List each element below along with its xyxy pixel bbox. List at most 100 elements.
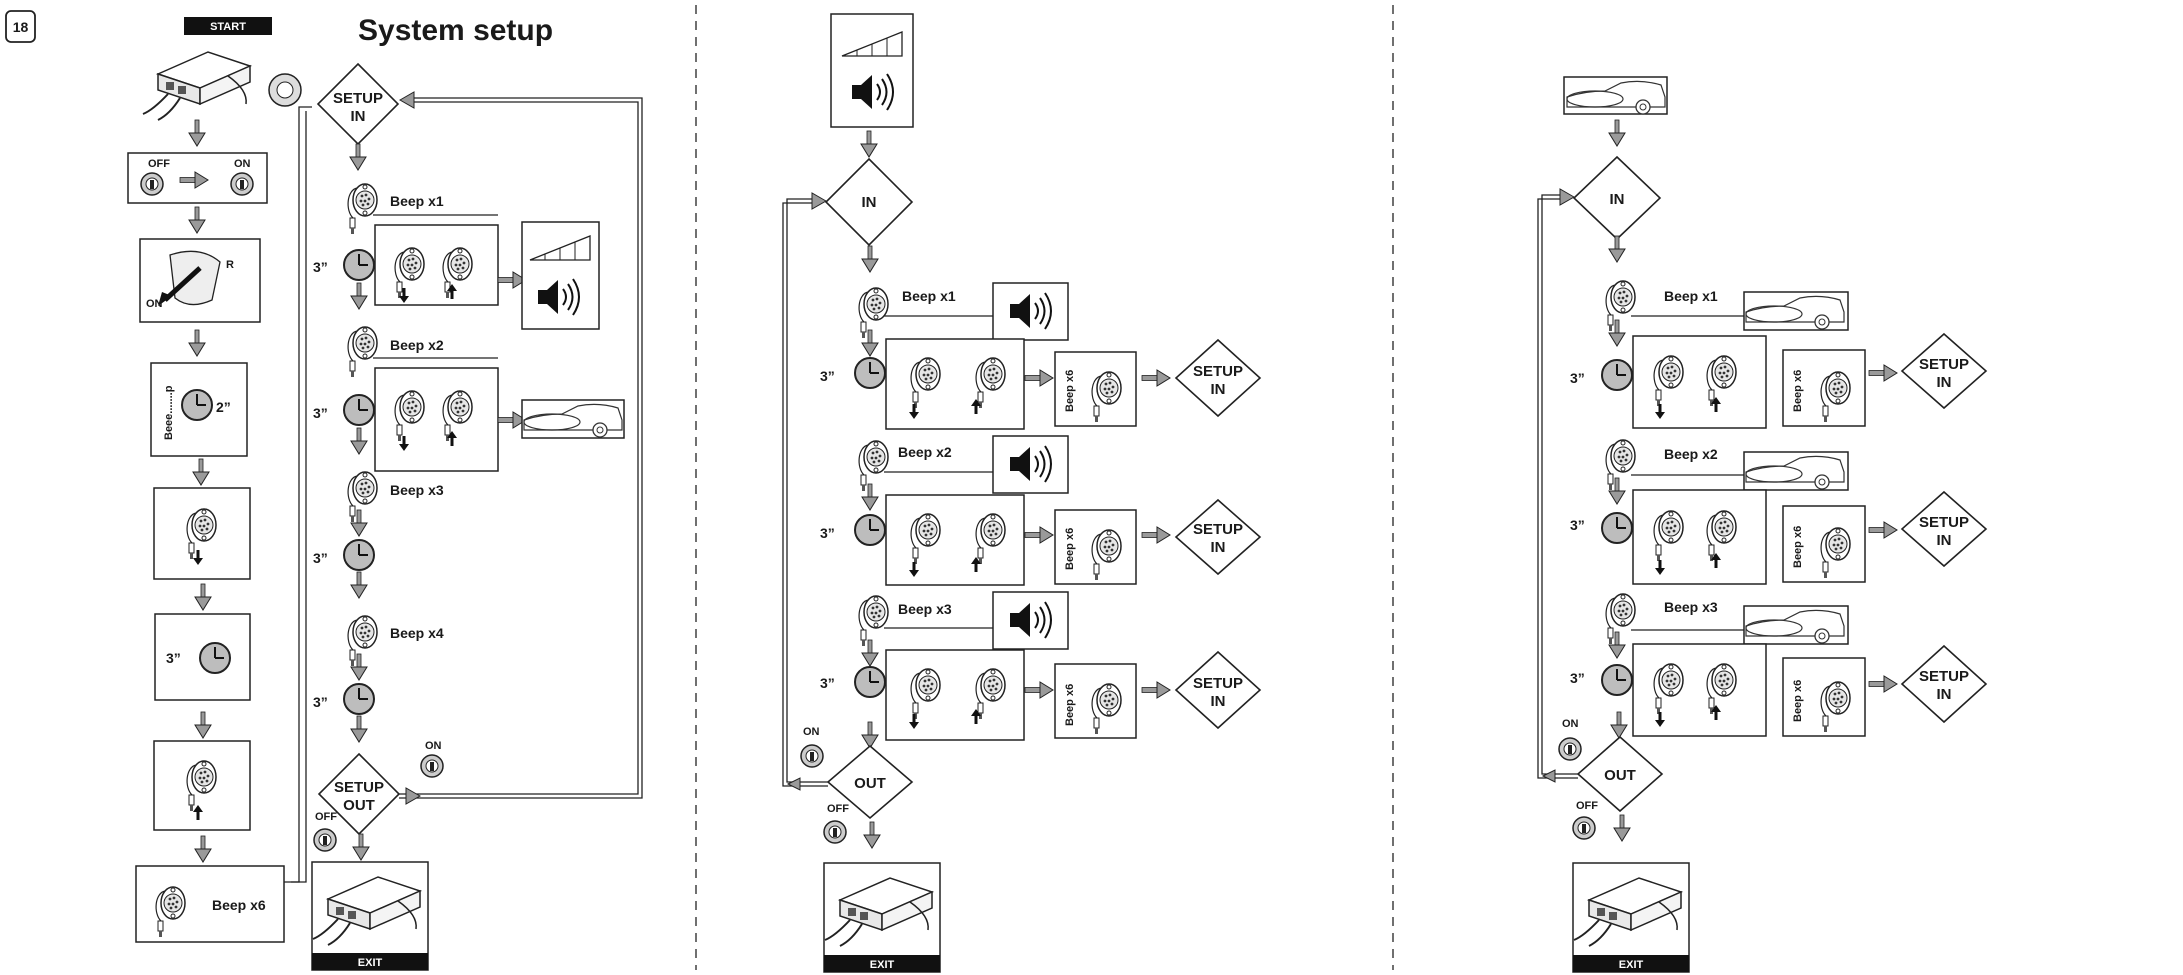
svg-text:OUT: OUT bbox=[854, 775, 886, 792]
svg-text:Beep x4: Beep x4 bbox=[390, 625, 444, 641]
svg-text:ON: ON bbox=[234, 158, 251, 170]
arrow-down-icon bbox=[194, 583, 212, 611]
arrow-right-icon bbox=[405, 787, 422, 805]
arrow-down-icon bbox=[1608, 235, 1626, 263]
svg-text:ON: ON bbox=[425, 740, 442, 752]
remote-key-icon bbox=[347, 183, 378, 235]
svg-text:3”: 3” bbox=[313, 259, 328, 275]
svg-text:IN: IN bbox=[1937, 686, 1952, 703]
clock-icon bbox=[1601, 664, 1633, 696]
exit-step: EXIT bbox=[1572, 862, 1690, 973]
ignition-key-icon bbox=[1558, 737, 1582, 761]
svg-text:IN: IN bbox=[1211, 693, 1226, 710]
clock-icon bbox=[343, 683, 375, 715]
arrow-down-icon bbox=[861, 245, 879, 273]
arrow-right-icon bbox=[811, 192, 828, 210]
arrow-down-icon bbox=[860, 130, 878, 158]
car-row-2: Beep x2 3” Beep x6 SETUP IN bbox=[1570, 439, 1988, 585]
loop-back-line bbox=[1541, 194, 1578, 775]
svg-text:EXIT: EXIT bbox=[1619, 959, 1644, 971]
remote-key-icon bbox=[1605, 593, 1636, 645]
svg-text:Beee.......p: Beee.......p bbox=[163, 385, 175, 440]
svg-text:Beep x6: Beep x6 bbox=[1064, 528, 1076, 570]
arrow-right-icon bbox=[1024, 681, 1054, 699]
arrow-right-icon bbox=[1868, 675, 1898, 693]
svg-text:IN: IN bbox=[1610, 191, 1625, 208]
volume-row-1: Beep x1 3” Beep x6 SETUP IN bbox=[820, 282, 1262, 430]
exit-step: EXIT bbox=[823, 862, 941, 973]
svg-text:3”: 3” bbox=[1570, 517, 1585, 533]
clock-icon bbox=[1601, 359, 1633, 391]
clock-icon bbox=[181, 389, 213, 421]
arrow-down-icon bbox=[1608, 119, 1626, 147]
svg-text:Beep x1: Beep x1 bbox=[390, 193, 444, 209]
svg-text:SETUP: SETUP bbox=[333, 90, 383, 107]
svg-text:OUT: OUT bbox=[1604, 767, 1636, 784]
svg-text:SETUP: SETUP bbox=[334, 779, 384, 796]
remote-key-icon bbox=[1605, 280, 1636, 332]
arrow-left-icon bbox=[1541, 769, 1556, 783]
arrow-right-icon bbox=[1141, 526, 1171, 544]
remote-key-icon bbox=[347, 615, 378, 667]
svg-text:Beep x6: Beep x6 bbox=[1792, 370, 1804, 412]
clock-icon bbox=[343, 539, 375, 571]
clock-icon bbox=[343, 249, 375, 281]
clock-icon bbox=[1601, 512, 1633, 544]
loop-back-line bbox=[786, 198, 828, 783]
svg-text:OFF: OFF bbox=[827, 803, 849, 815]
arrow-right-icon bbox=[1559, 188, 1576, 206]
svg-text:Beep x2: Beep x2 bbox=[898, 444, 952, 460]
svg-text:Beep x1: Beep x1 bbox=[1664, 288, 1718, 304]
arrow-right-icon bbox=[1141, 681, 1171, 699]
svg-text:3”: 3” bbox=[313, 550, 328, 566]
arrow-right-icon bbox=[1868, 364, 1898, 382]
svg-text:OFF: OFF bbox=[315, 811, 337, 823]
remote-key-icon bbox=[1605, 439, 1636, 491]
control-unit-device-icon bbox=[142, 51, 302, 121]
ignition-key-icon bbox=[823, 820, 847, 844]
remote-key-icon bbox=[858, 595, 889, 647]
page-number-badge: 18 bbox=[5, 10, 36, 43]
loop-back-line bbox=[399, 101, 639, 795]
wait-3-seconds-step: 3” bbox=[154, 613, 251, 701]
ignition-key-icon bbox=[230, 172, 254, 196]
car-row-1: Beep x1 3” Beep x6 SETUP IN bbox=[1570, 280, 1988, 429]
arrow-down-icon bbox=[350, 282, 368, 310]
beep-x6-step: Beep x6 bbox=[135, 865, 285, 943]
column-setup-menu: SETUP IN Beep x1 3” Beep x2 3” bbox=[311, 62, 643, 971]
svg-text:IN: IN bbox=[1937, 374, 1952, 391]
arrow-down-icon bbox=[350, 571, 368, 599]
clock-icon bbox=[854, 666, 886, 698]
svg-text:EXIT: EXIT bbox=[358, 957, 383, 969]
svg-text:SETUP: SETUP bbox=[1919, 668, 1969, 685]
remote-key-icon bbox=[347, 471, 378, 523]
clock-icon bbox=[199, 642, 231, 674]
svg-text:IN: IN bbox=[351, 108, 366, 125]
volume-row-2: Beep x2 3” Beep x6 SETUP IN bbox=[820, 435, 1262, 586]
car-option bbox=[521, 399, 625, 439]
clock-icon bbox=[854, 514, 886, 546]
page-number: 18 bbox=[13, 19, 29, 35]
start-label: START bbox=[210, 21, 246, 33]
svg-text:ON: ON bbox=[803, 726, 820, 738]
arrow-down-icon bbox=[194, 835, 212, 863]
svg-text:Beep x6: Beep x6 bbox=[1064, 370, 1076, 412]
svg-text:OUT: OUT bbox=[343, 797, 375, 814]
setup-out-diamond: SETUP OUT bbox=[317, 752, 401, 836]
arrow-right-icon bbox=[1868, 521, 1898, 539]
ignition-key-icon bbox=[140, 172, 164, 196]
arrow-down-icon bbox=[194, 711, 212, 739]
arrow-down-icon bbox=[188, 119, 206, 147]
svg-text:ON: ON bbox=[146, 298, 163, 310]
svg-text:SETUP: SETUP bbox=[1193, 675, 1243, 692]
svg-text:IN: IN bbox=[862, 194, 877, 211]
svg-text:Beep x3: Beep x3 bbox=[390, 482, 444, 498]
svg-text:IN: IN bbox=[1211, 539, 1226, 556]
arrow-down-icon bbox=[1610, 711, 1628, 739]
svg-text:SETUP: SETUP bbox=[1193, 521, 1243, 538]
reverse-gear-step: R ON bbox=[139, 238, 261, 323]
svg-text:Beep x2: Beep x2 bbox=[390, 337, 444, 353]
setup-in-diamond: SETUP IN bbox=[316, 62, 400, 146]
car-row-3: Beep x3 3” Beep x6 SETUP IN bbox=[1570, 593, 1988, 737]
